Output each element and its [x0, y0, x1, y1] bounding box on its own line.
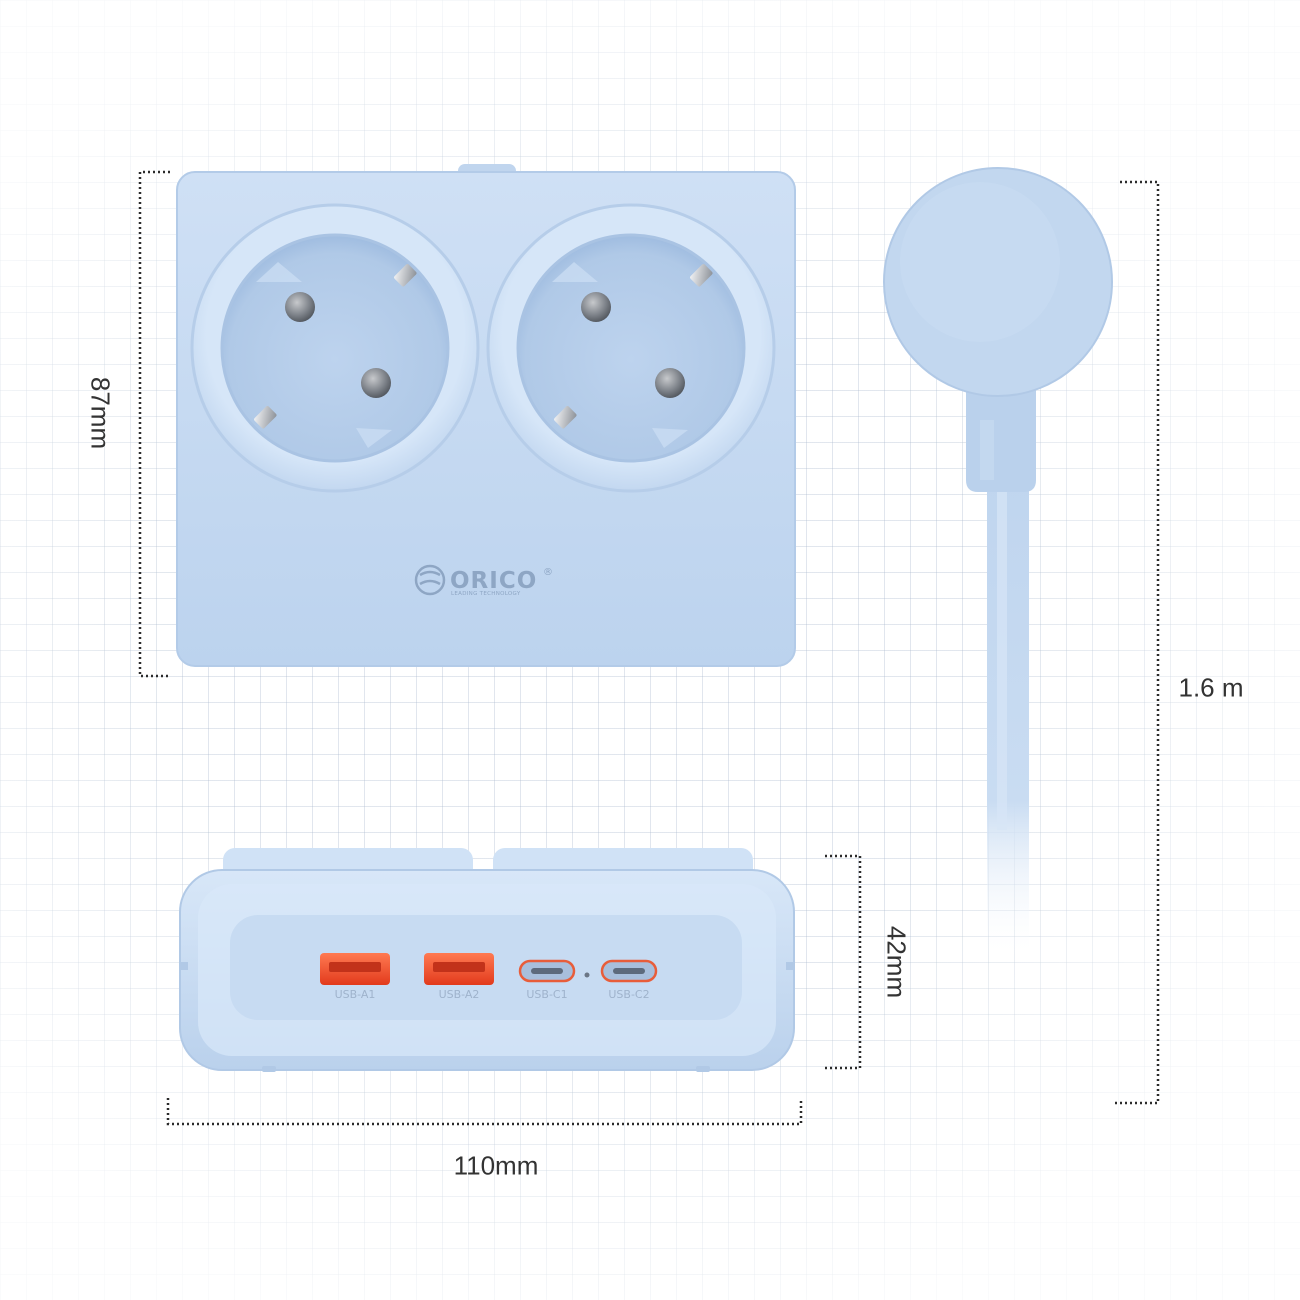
schuko-outlet-2 — [486, 203, 776, 493]
height-dimension-line — [138, 170, 170, 678]
depth-dimension-label: 42mm — [881, 925, 912, 999]
width-dimension-line — [166, 1098, 803, 1126]
brand-name: ORICO — [450, 568, 537, 594]
width-dimension-label: 110mm — [453, 1150, 539, 1181]
usb-a1-port: USB-A1 — [320, 953, 390, 1001]
plug-and-cable — [883, 167, 1113, 960]
usb-a2-port: USB-A2 — [424, 953, 494, 1001]
pin-hole-icon — [581, 292, 611, 322]
schuko-outlet-1 — [190, 203, 480, 493]
power-strip-top-view: ORICO ® LEADING TECHNOLOGY — [176, 164, 796, 667]
ground-clip-icon — [690, 264, 713, 287]
pin-hole-icon — [285, 292, 315, 322]
power-strip-front-view: USB-A1 USB-A2 USB-C1 USB-C2 — [179, 848, 795, 1072]
usb-a2-label: USB-A2 — [439, 988, 480, 1001]
depth-dimension-line — [825, 854, 862, 1070]
dimension-lines — [138, 170, 1160, 1126]
ground-clip-icon — [554, 406, 577, 429]
usb-c2-port: USB-C2 — [600, 959, 658, 1001]
ground-clip-icon — [254, 406, 277, 429]
indicator-dot — [584, 972, 590, 978]
registered-mark: ® — [543, 567, 553, 578]
ground-clip-icon — [394, 264, 417, 287]
cable-length-dimension-line — [1115, 180, 1160, 1105]
cable-length-label: 1.6 m — [1178, 672, 1244, 703]
orico-logo-icon — [414, 564, 446, 596]
usb-c1-port: USB-C1 — [518, 959, 576, 1001]
height-dimension-label: 87mm — [85, 376, 116, 450]
pin-hole-icon — [361, 368, 391, 398]
brand-tagline: LEADING TECHNOLOGY — [451, 591, 521, 597]
pin-hole-icon — [655, 368, 685, 398]
cable — [987, 430, 1029, 960]
orico-logo: ORICO ® LEADING TECHNOLOGY — [414, 564, 553, 597]
usb-c2-label: USB-C2 — [608, 988, 649, 1001]
usb-a1-label: USB-A1 — [335, 988, 376, 1001]
usb-c1-label: USB-C1 — [526, 988, 567, 1001]
